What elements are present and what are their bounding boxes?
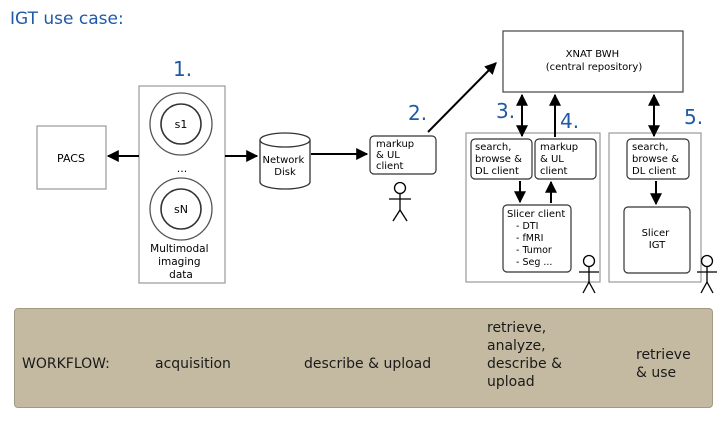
markup-client-4-line-2: & UL bbox=[540, 154, 564, 165]
network-disk-label-line-2: Disk bbox=[274, 167, 296, 178]
scan-ellipsis: ... bbox=[177, 162, 188, 175]
workflow-band bbox=[14, 308, 713, 408]
slicer-igt-label: Slicer IGT bbox=[642, 228, 673, 251]
pacs-box bbox=[36, 125, 107, 190]
slicer-igt-line-2: IGT bbox=[649, 240, 666, 251]
workflow-stage-retrieve-analyze: retrieve, analyze, describe & upload bbox=[487, 320, 563, 390]
slicer-client-box bbox=[502, 204, 572, 273]
markup-client-line-2: & UL bbox=[376, 150, 400, 161]
markup-client-4-label: markup & UL client bbox=[540, 142, 581, 177]
scan-sn-label: sN bbox=[174, 203, 188, 216]
markup-client-4-line-1: markup bbox=[540, 142, 578, 153]
pacs-label: PACS bbox=[57, 152, 85, 165]
step-number-3: 3. bbox=[496, 99, 515, 123]
xnat-label-line-2: (central repository) bbox=[546, 62, 643, 73]
workflow-stage-describe-upload: describe & upload bbox=[304, 356, 432, 372]
markup-client-4-box bbox=[534, 138, 597, 180]
page-title: IGT use case: bbox=[10, 9, 124, 29]
search-client-3-line-3: DL client bbox=[475, 166, 519, 177]
imaging-caption-line-3: data bbox=[169, 269, 193, 281]
scan-s1-inner-circle bbox=[160, 103, 202, 145]
workflow-stage-acquisition: acquisition bbox=[155, 356, 231, 372]
step-number-5: 5. bbox=[684, 105, 703, 129]
search-client-3-line-1: search, bbox=[475, 142, 511, 153]
slicer-client-item-tumor: - Tumor bbox=[516, 245, 552, 256]
search-client-3-box bbox=[470, 138, 533, 180]
network-disk-label-line-1: Network bbox=[263, 155, 305, 166]
user-figure-step-3-4 bbox=[579, 254, 599, 294]
workflow-label: WORKFLOW: bbox=[22, 356, 110, 372]
workflow-stage-retrieve-use: retrieve & use bbox=[636, 347, 691, 381]
scan-s1-label: s1 bbox=[175, 118, 188, 131]
step-number-2: 2. bbox=[408, 101, 427, 125]
scan-sn-inner-circle bbox=[160, 188, 202, 230]
step-number-1: 1. bbox=[173, 57, 192, 81]
markup-client-box bbox=[369, 135, 437, 175]
user-figure-step-2 bbox=[389, 181, 411, 222]
user-figure-step-5 bbox=[697, 254, 717, 294]
markup-client-line-3: client bbox=[376, 161, 404, 172]
network-disk bbox=[259, 132, 311, 190]
search-client-5-line-1: search, bbox=[632, 142, 668, 153]
xnat-label-line-1: XNAT BWH bbox=[566, 49, 620, 60]
slicer-client-item-seg: - Seg ... bbox=[516, 257, 552, 268]
markup-client-label: markup & UL client bbox=[376, 139, 417, 172]
xnat-box bbox=[502, 30, 684, 93]
markup-client-4-line-3: client bbox=[540, 166, 568, 177]
slicer-igt-line-1: Slicer bbox=[642, 228, 671, 239]
slicer-client-title: Slicer client bbox=[507, 209, 565, 220]
search-client-5-box bbox=[626, 138, 690, 180]
step-number-4: 4. bbox=[560, 109, 579, 133]
search-client-5-label: search, browse & DL client bbox=[632, 142, 682, 177]
search-client-5-line-3: DL client bbox=[632, 166, 676, 177]
search-client-3-label: search, browse & DL client bbox=[475, 142, 525, 177]
slicer-client-item-dti: - DTI bbox=[516, 221, 538, 232]
arrow-to-xnat bbox=[427, 62, 497, 133]
network-disk-label: Network Disk bbox=[263, 155, 308, 178]
imaging-caption-line-1: Multimodal bbox=[150, 243, 208, 255]
imaging-caption: Multimodal imaging data bbox=[150, 243, 212, 281]
xnat-label: XNAT BWH (central repository) bbox=[546, 49, 643, 73]
markup-client-line-1: markup bbox=[376, 139, 414, 150]
search-client-3-line-2: browse & bbox=[475, 154, 522, 165]
search-client-5-line-2: browse & bbox=[632, 154, 679, 165]
slicer-client-items: - DTI - fMRI - Tumor - Seg ... bbox=[516, 221, 555, 268]
imaging-caption-line-2: imaging bbox=[158, 256, 200, 268]
slicer-client-item-fmri: - fMRI bbox=[516, 233, 543, 244]
slicer-igt-box bbox=[623, 206, 691, 274]
